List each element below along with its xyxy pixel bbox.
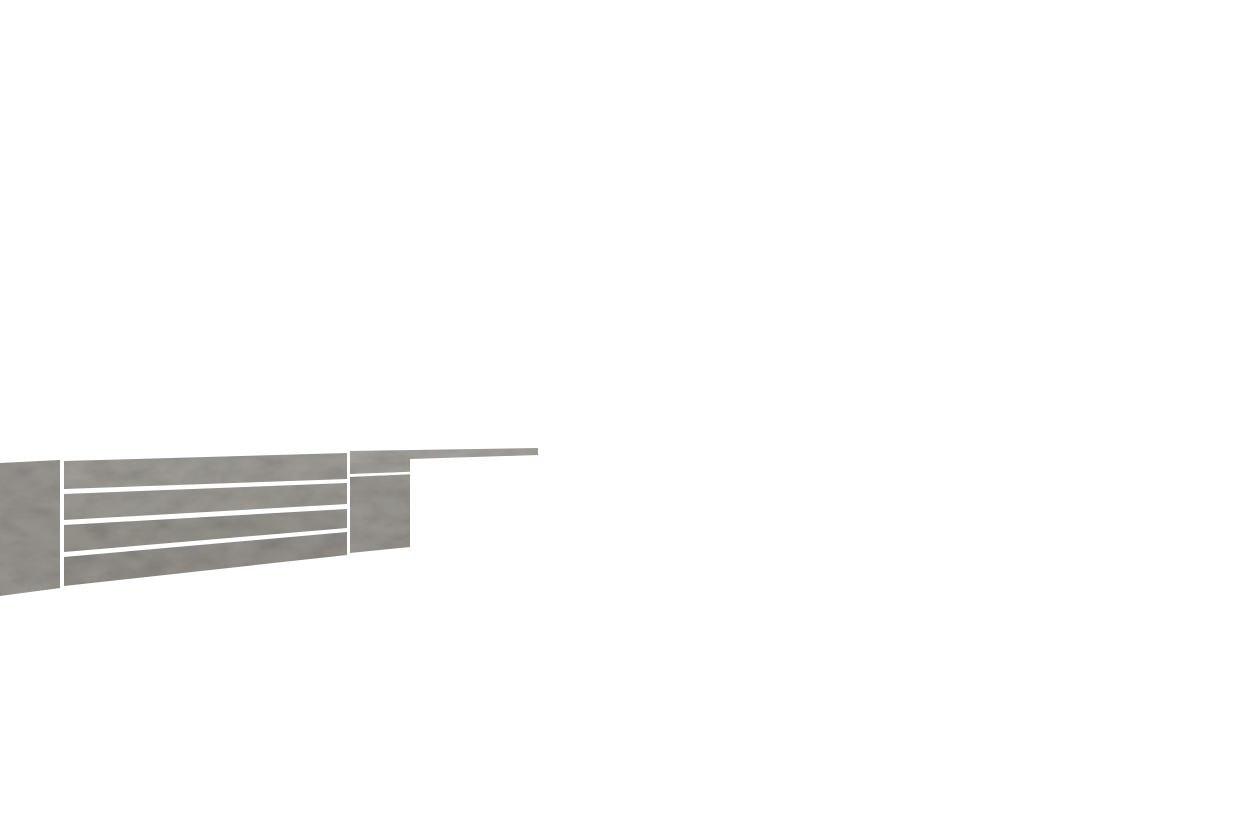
top-slab xyxy=(350,448,538,463)
panel-gaps xyxy=(60,452,411,590)
drawer-front-1 xyxy=(64,453,347,489)
cabinet-door xyxy=(350,474,410,553)
drawer-front-2 xyxy=(64,483,347,520)
stone-sideboard xyxy=(0,448,538,596)
left-end-panel xyxy=(0,460,60,596)
drawer-front-4 xyxy=(64,532,347,586)
drawer-front-3 xyxy=(64,509,347,552)
